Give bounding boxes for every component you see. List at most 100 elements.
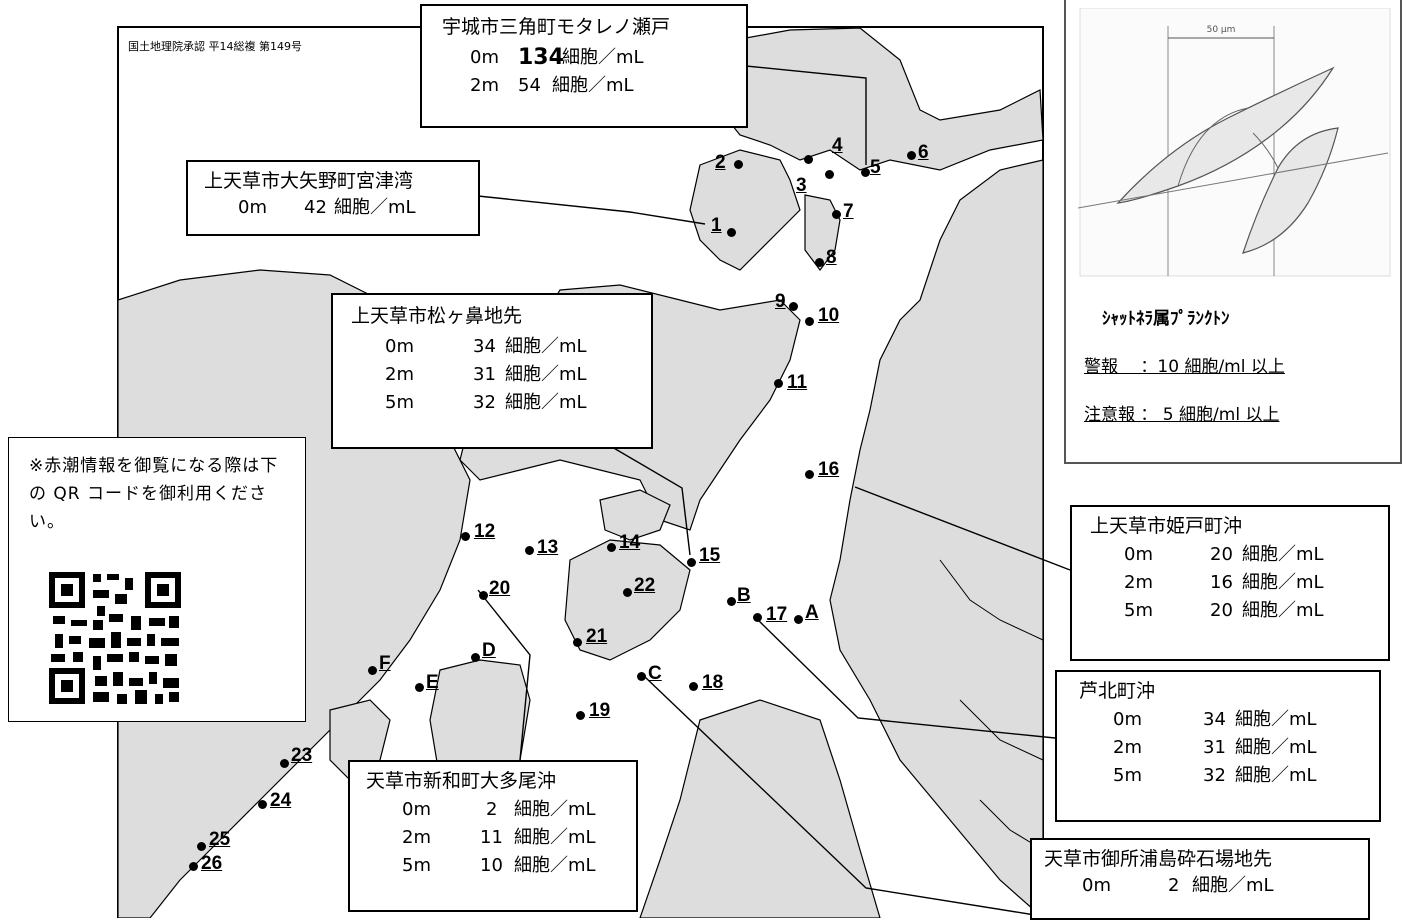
leader-miyazu [477,195,706,225]
station-label: 17 [766,604,788,625]
qr-code[interactable] [45,568,185,708]
plankton-illustration: 50 μm [1078,8,1391,277]
station-dot [805,317,814,326]
callout-motare: 宇城市三角町モタレノ瀬戸 0m 134 細胞／mL 2m 54 細胞／mL [420,4,748,128]
station-label: E [426,672,439,693]
leader-oota [477,589,531,761]
station-label: 19 [589,700,611,721]
station-dot [461,532,470,541]
station-dot [789,302,798,311]
station-dot [471,653,480,662]
station-dot [525,546,534,555]
organism-name: ｼｬｯﾄﾈﾗ属ﾌﾟﾗﾝｸﾄﾝ [1102,309,1230,329]
station-dot [280,759,289,768]
station-label: 11 [787,372,808,393]
station-label: 5 [870,157,881,178]
scale-label: 50 μm [1207,25,1236,35]
station-dot [368,666,377,675]
station-label: 10 [818,305,840,326]
station-dot [832,210,841,219]
station-label: 18 [702,672,724,693]
callout-title: 上天草市大矢野町宮津湾 [204,170,414,192]
qr-panel: ※赤潮情報を御覧になる際は下の QR コードを御利用ください。 [8,437,306,722]
callout-title: 上天草市姫戸町沖 [1090,515,1243,537]
advisory-threshold: 注意報 ： 5 細胞/ml 以上 [1084,405,1280,425]
station-dot [573,638,582,647]
station-label: 6 [918,142,929,163]
station-dot [794,615,803,624]
station-dot [687,558,696,567]
leader-matsugahana [611,446,691,556]
callout-row: 2m 54 細胞／mL [470,75,634,96]
callout-miyazu: 上天草市大矢野町宮津湾 0m 42 細胞／mL [186,160,480,236]
station-dot [637,672,646,681]
station-dot [576,711,585,720]
callout-row: 0m 134 細胞／mL [470,45,644,70]
station-label: 12 [474,521,496,542]
land-island-14 [599,489,671,541]
station-dot [197,842,206,851]
station-label: 20 [489,578,511,599]
station-label: 7 [843,201,854,222]
station-dot [774,379,783,388]
station-dot [479,591,488,600]
station-label: 24 [270,790,292,811]
land-uto [719,27,1044,171]
station-label: 14 [619,532,641,553]
station-dot [804,155,813,164]
station-label: 1 [711,215,722,236]
station-label: D [482,640,496,661]
station-dot [805,470,814,479]
station-dot [689,682,698,691]
leader-goshoura [644,676,1036,916]
station-dot [753,613,762,622]
land-oyano [689,149,801,271]
station-label: 22 [634,575,656,596]
station-dot [415,683,424,692]
land-kyushu [829,159,1044,918]
station-dot [258,800,267,809]
callout-title: 芦北町沖 [1079,680,1156,702]
station-label: B [737,585,751,606]
callout-row: 0m 42 細胞／mL [238,197,416,218]
station-label: 9 [775,291,786,312]
callout-title: 宇城市三角町モタレノ瀬戸 [442,16,671,38]
station-label: 8 [826,247,837,268]
station-label: 21 [586,626,608,647]
station-dot [815,258,824,267]
station-dot [861,168,870,177]
leader-lines [477,65,1071,916]
station-dot [907,151,916,160]
station-label: 23 [291,745,313,766]
station-label: 26 [201,853,223,874]
station-dot [734,160,743,169]
station-label: 2 [715,152,726,173]
legend-panel: 50 μm ｼｬｯﾄﾈﾗ属ﾌﾟﾗﾝｸﾄﾝ 警報 ：10 細胞/ml 以上 注意報… [1064,0,1402,464]
callout-title: 天草市新和町大多尾沖 [366,770,557,792]
station-dot [727,228,736,237]
station-dot [607,543,616,552]
leader-ashikita [757,619,1056,739]
approval-note: 国土地理院承認 平14総複 第149号 [128,40,302,53]
station-label: 25 [209,829,231,850]
land-goshoura [564,539,691,661]
station-dot [189,862,198,871]
station-dot [727,597,736,606]
station-label: 16 [818,459,840,480]
